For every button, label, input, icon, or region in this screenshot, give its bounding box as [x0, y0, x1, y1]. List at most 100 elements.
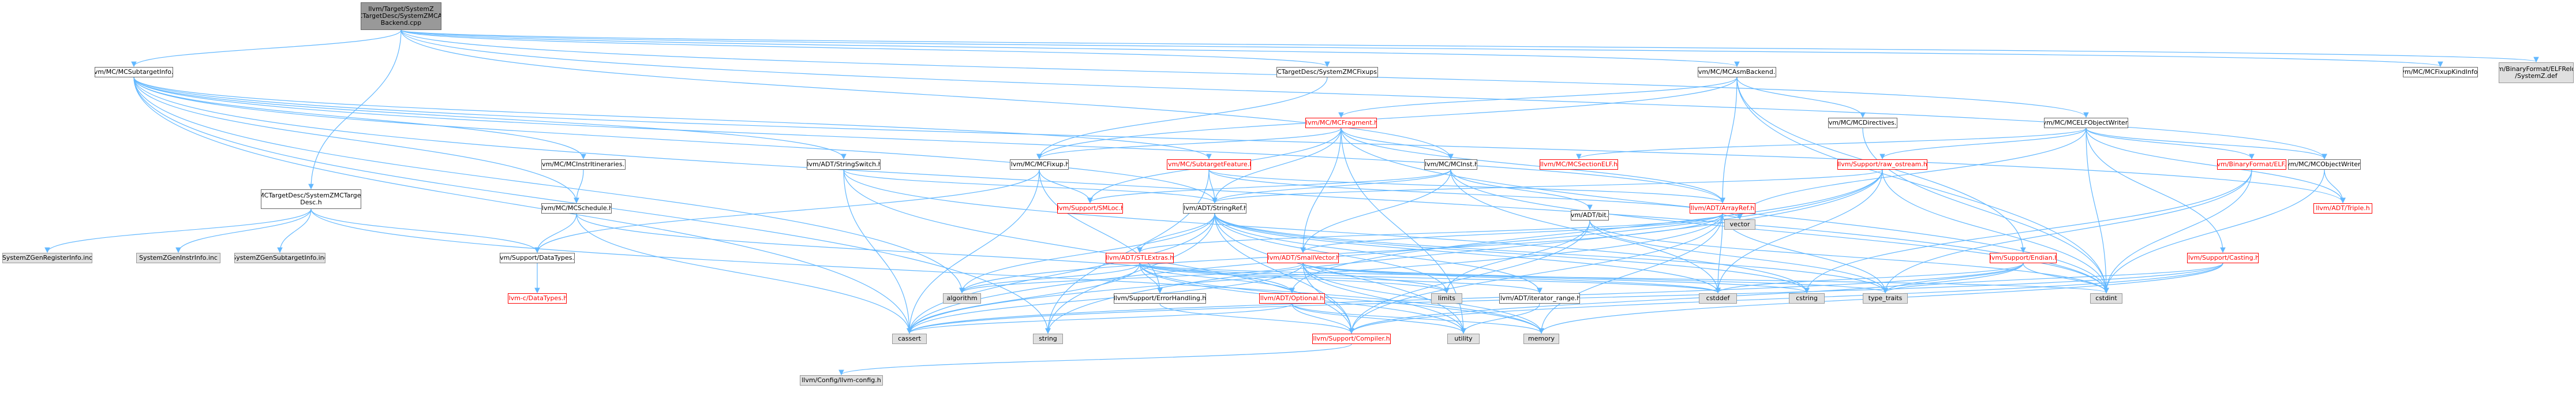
edge-root-to-objwriter — [400, 29, 2327, 160]
node-objwriter[interactable]: llvm/MC/MCObjectWriter.h — [2288, 159, 2361, 170]
edge-fragment-to-arrayref — [1341, 128, 1725, 204]
edge-arrayref-to-smallvector — [1300, 213, 1723, 253]
node-schedule[interactable]: llvm/MC/MCSchedule.h — [541, 203, 612, 214]
edge-elfwriter-to-triple — [2085, 128, 2346, 204]
node-smallvector[interactable]: llvm/ADT/SmallVector.h — [1267, 253, 1339, 263]
edge-arrayref-to-cassert — [907, 213, 1723, 334]
node-targetdesc[interactable]: MCTargetDesc/SystemZMCTarget Desc.h — [261, 189, 361, 209]
node-gensub[interactable]: SystemZGenSubtargetInfo.inc — [234, 253, 325, 263]
edge-stringswitch-to-cstring — [843, 169, 1810, 294]
node-vector[interactable]: vector — [1724, 219, 1755, 230]
edge-root-to-fixupkind — [400, 29, 2443, 68]
edge-subfeature-to-string — [1045, 169, 1210, 334]
node-compiler[interactable]: llvm/Support/Compiler.h — [1312, 334, 1391, 344]
node-elfwriter[interactable]: llvm/MC/MCELFObjectWriter.h — [2044, 118, 2128, 128]
node-subfeature[interactable]: llvm/MC/SubtargetFeature.h — [1167, 159, 1251, 170]
node-algorithm[interactable]: algorithm — [943, 293, 981, 304]
edge-stlextras-to-iteratorrange — [1139, 263, 1542, 294]
edge-stringref-to-cstring — [1214, 213, 1810, 294]
edge-arrayref-to-vector — [1722, 213, 1743, 220]
edge-schedule-to-datatypes — [534, 213, 577, 253]
node-iteratorrange[interactable]: llvm/ADT/iterator_range.h — [1499, 293, 1580, 304]
node-fixups[interactable]: MCTargetDesc/SystemZMCFixups.h — [1276, 67, 1378, 77]
node-casting[interactable]: llvm/Support/Casting.h — [2187, 253, 2259, 263]
edge-endian-to-cstdint — [2023, 263, 2109, 294]
node-cstdint[interactable]: cstdint — [2090, 293, 2122, 304]
edge-endian-to-cassert — [907, 263, 2024, 334]
node-fragment[interactable]: llvm/MC/MCFragment.h — [1305, 118, 1377, 128]
node-utility[interactable]: utility — [1447, 334, 1480, 344]
node-memory[interactable]: memory — [1523, 334, 1559, 344]
node-fixup[interactable]: llvm/MC/MCFixup.h — [1010, 159, 1069, 170]
node-endian[interactable]: llvm/Support/Endian.h — [1990, 253, 2057, 263]
edge-endian-to-cstddef — [1715, 263, 2024, 294]
node-stringswitch[interactable]: llvm/ADT/StringSwitch.h — [807, 159, 881, 170]
edge-mcinst-to-cstdint — [1450, 169, 2109, 294]
edge-root-to-subtarget — [131, 29, 402, 68]
edge-rawostream-to-string — [1045, 169, 1883, 334]
node-errorhandling[interactable]: llvm/Support/ErrorHandling.h — [1114, 293, 1206, 304]
edge-stringref-to-algorithm — [959, 213, 1215, 294]
edge-schedule-to-optional — [576, 213, 1295, 294]
edge-stringref-to-iteratorrange — [1214, 213, 1542, 294]
node-asmbackend[interactable]: llvm/MC/MCAsmBackend.h — [1698, 67, 1776, 77]
node-fixupkind[interactable]: llvm/MC/MCFixupKindInfo.h — [2403, 67, 2478, 77]
node-cstring[interactable]: cstring — [1789, 293, 1825, 304]
edge-root-to-elfwriter — [400, 29, 2089, 118]
edge-optional-to-cassert — [907, 303, 1293, 334]
node-stlextras[interactable]: llvm/ADT/STLExtras.h — [1106, 253, 1174, 263]
edge-elfwriter-to-rawostream — [1879, 128, 2087, 160]
edge-stringswitch-to-stringref — [843, 169, 1218, 204]
node-cdatatypes[interactable]: llvm-c/DataTypes.h — [508, 293, 567, 304]
node-rawostream[interactable]: llvm/Support/raw_ostream.h — [1837, 159, 1927, 170]
edge-bit-to-cstdint — [1589, 220, 2109, 294]
node-string[interactable]: string — [1033, 334, 1063, 344]
node-triple[interactable]: llvm/ADT/Triple.h — [2313, 203, 2372, 214]
edge-smallvector-to-typetraits — [1302, 263, 1888, 294]
edge-stringref-to-string — [1045, 213, 1215, 334]
node-stringref[interactable]: llvm/ADT/StringRef.h — [1183, 203, 1246, 214]
node-cassert[interactable]: cassert — [892, 334, 927, 344]
edge-subtarget-to-triple — [133, 77, 2346, 204]
node-instritin[interactable]: llvm/MC/MCInstrItineraries.h — [541, 159, 626, 170]
node-directives[interactable]: llvm/MC/MCDirectives.h — [1828, 118, 1897, 128]
node-smloc[interactable]: llvm/Support/SMLoc.h — [1057, 203, 1123, 214]
edge-stlextras-to-optional — [1139, 263, 1295, 294]
node-mcinst[interactable]: llvm/MC/MCInst.h — [1424, 159, 1477, 170]
node-sectionelf[interactable]: llvm/MC/MCSectionELF.h — [1540, 159, 1618, 170]
edge-mcinst-to-smloc — [1087, 169, 1451, 204]
edge-asmbackend-to-directives — [1736, 77, 1866, 118]
edge-optional-to-utility — [1291, 303, 1466, 334]
node-genreg[interactable]: SystemZGenRegisterInfo.inc — [2, 253, 92, 263]
node-binelf[interactable]: llvm/BinaryFormat/ELF.h — [2217, 159, 2286, 170]
edge-elfwriter-to-objwriter — [2085, 128, 2327, 160]
edge-stlextras-to-cassert — [907, 263, 1140, 334]
edge-root-to-fixups — [400, 29, 1330, 68]
edge-smallvector-to-memory — [1302, 263, 1544, 334]
edge-subtarget-to-cassert — [133, 77, 912, 334]
edge-subtarget-to-schedule — [133, 77, 579, 204]
edge-asmbackend-to-fixup — [1036, 77, 1738, 160]
node-elfrelocs[interactable]: llvm/BinaryFormat/ELFRelocs /SystemZ.def — [2499, 62, 2574, 83]
node-limits[interactable]: limits — [1431, 293, 1462, 304]
node-subtarget[interactable]: llvm/MC/MCSubtargetInfo.h — [95, 67, 173, 77]
node-geninstr[interactable]: SystemZGenInstrInfo.inc — [136, 253, 220, 263]
node-datatypes[interactable]: llvm/Support/DataTypes.h — [500, 253, 575, 263]
node-cstddef[interactable]: cstddef — [1699, 293, 1737, 304]
edge-fragment-to-stringref — [1212, 128, 1342, 204]
edge-casting-to-compiler — [1349, 263, 2223, 334]
node-bit[interactable]: llvm/ADT/bit.h — [1571, 210, 1609, 221]
edge-directives-to-cstdint — [1862, 128, 2109, 294]
edge-fixup-to-datatypes — [534, 169, 1040, 253]
edge-targetdesc-to-memory — [310, 208, 1544, 334]
edge-fragment-to-mcinst — [1341, 128, 1454, 160]
node-llvmconfig[interactable]: llvm/Config/llvm-config.h — [800, 375, 883, 386]
edge-objwriter-to-triple — [2324, 169, 2346, 204]
node-arrayref[interactable]: llvm/ADT/ArrayRef.h — [1690, 203, 1755, 214]
edge-endian-to-typetraits — [1882, 263, 2024, 294]
edge-subfeature-to-arrayref — [1208, 169, 1725, 204]
node-optional[interactable]: llvm/ADT/Optional.h — [1259, 293, 1325, 304]
edge-elfwriter-to-cstdint — [2085, 128, 2109, 294]
node-typetraits[interactable]: type_traits — [1863, 293, 1908, 304]
